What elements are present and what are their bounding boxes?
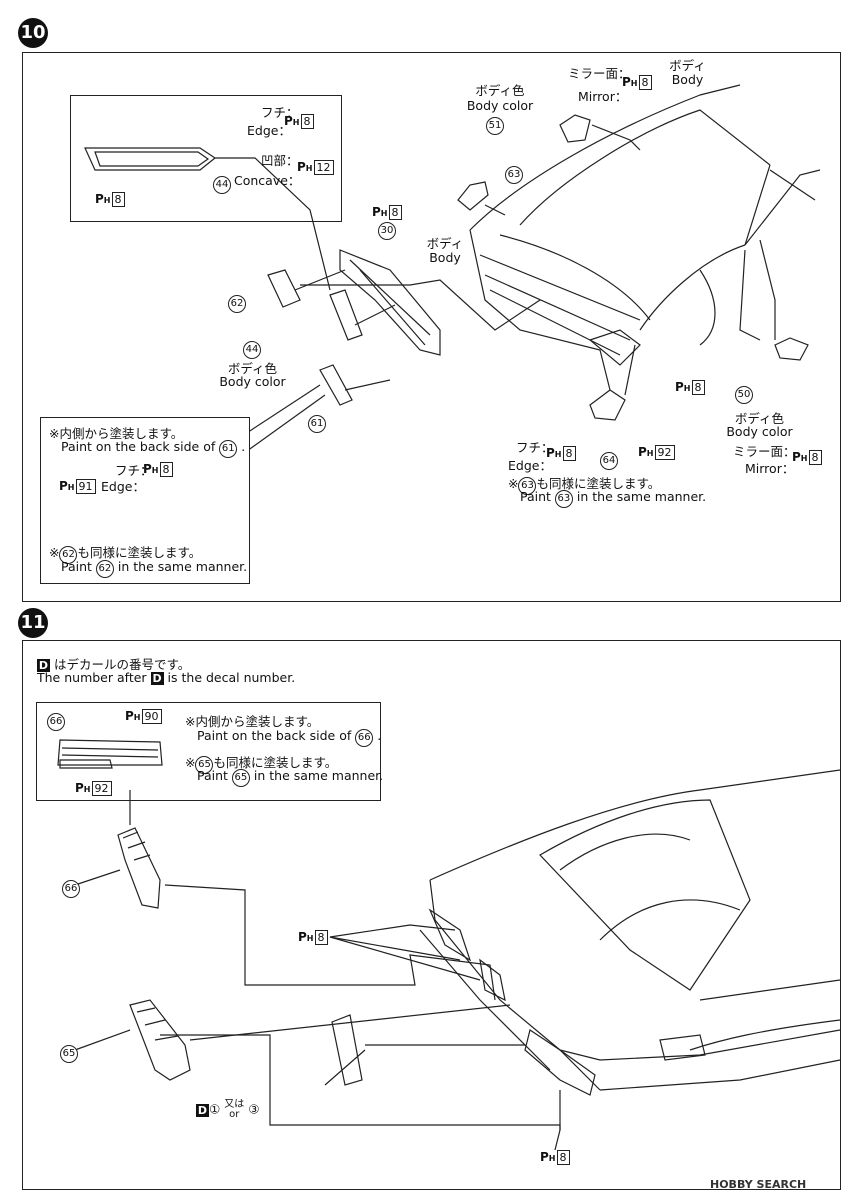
part-44-badge: 44 bbox=[213, 176, 231, 194]
note-61-jp: ※内側から塗装します。 bbox=[49, 426, 184, 441]
note-61-en: Paint on the back side of 61 . bbox=[61, 439, 245, 458]
part-61-badge: 61 bbox=[308, 415, 326, 433]
step-11-number: 11 bbox=[18, 608, 48, 638]
body-label-en: Body bbox=[429, 250, 461, 265]
body-label-jp: ボディ bbox=[426, 236, 464, 251]
decal-note-en: The number after D is the decal number. bbox=[37, 670, 296, 685]
part-66-badge: 66 bbox=[62, 880, 80, 898]
part-65-badge: 65 bbox=[60, 1045, 78, 1063]
mirror-label-jp-50: ミラー面： bbox=[733, 444, 796, 459]
part-62-badge: 62 bbox=[228, 295, 246, 313]
body-label-en-top: Body bbox=[671, 72, 704, 87]
part-44-badge-main: 44 bbox=[243, 341, 261, 359]
note-62-en: Paint 62 in the same manner. bbox=[61, 559, 247, 578]
note-66-en: Paint on the back side of 66 . bbox=[197, 728, 381, 747]
mirror-label-en-50: Mirror： bbox=[745, 461, 795, 476]
note-65-en: Paint 65 in the same manner. bbox=[197, 768, 383, 787]
note-box-61: ※内側から塗装します。 Paint on the back side of 61… bbox=[40, 417, 250, 584]
part-50-badge: 50 bbox=[735, 386, 753, 404]
body-label-jp-top: ボディ bbox=[669, 58, 706, 73]
body-color-jp-44: ボディ色 bbox=[227, 361, 278, 376]
body-color-jp-50: ボディ色 bbox=[734, 411, 785, 426]
step-10-panel bbox=[22, 52, 841, 602]
part-63-badge: 63 bbox=[505, 166, 523, 184]
step-11-panel bbox=[22, 640, 841, 1190]
note-edge-en: Edge： bbox=[101, 479, 145, 494]
mirror-label-jp: ミラー面： bbox=[568, 66, 631, 81]
body-color-en-50: Body color bbox=[726, 424, 793, 439]
body-color-jp-51: ボディ色 bbox=[475, 83, 525, 98]
part-51-badge: 51 bbox=[486, 117, 504, 135]
edge-label-jp: フチ： bbox=[261, 105, 299, 120]
edge-label-en: Edge： bbox=[247, 123, 291, 138]
concave-label-jp: 凹部： bbox=[261, 153, 299, 168]
body-color-en-51: Body color bbox=[466, 98, 534, 113]
note-edge-jp: フチ： bbox=[115, 463, 153, 478]
decal-note-jp: D はデカールの番号です。 bbox=[37, 657, 191, 672]
concave-label-en: Concave： bbox=[234, 173, 301, 188]
part-66-badge-note: 66 bbox=[47, 713, 65, 731]
watermark: HOBBY SEARCH bbox=[710, 1178, 807, 1191]
note-63-en: Paint 63 in the same manner. bbox=[520, 489, 706, 508]
edge-label-jp-64: フチ： bbox=[516, 440, 554, 455]
step-10-number: 10 bbox=[18, 18, 48, 48]
part-30-badge: 30 bbox=[378, 222, 396, 240]
mirror-label-en: Mirror： bbox=[578, 89, 628, 104]
body-color-en-44: Body color bbox=[219, 374, 286, 389]
edge-label-en-64: Edge： bbox=[508, 458, 552, 473]
part-64-badge: 64 bbox=[600, 452, 618, 470]
note-66-jp: ※内側から塗装します。 bbox=[185, 714, 320, 729]
